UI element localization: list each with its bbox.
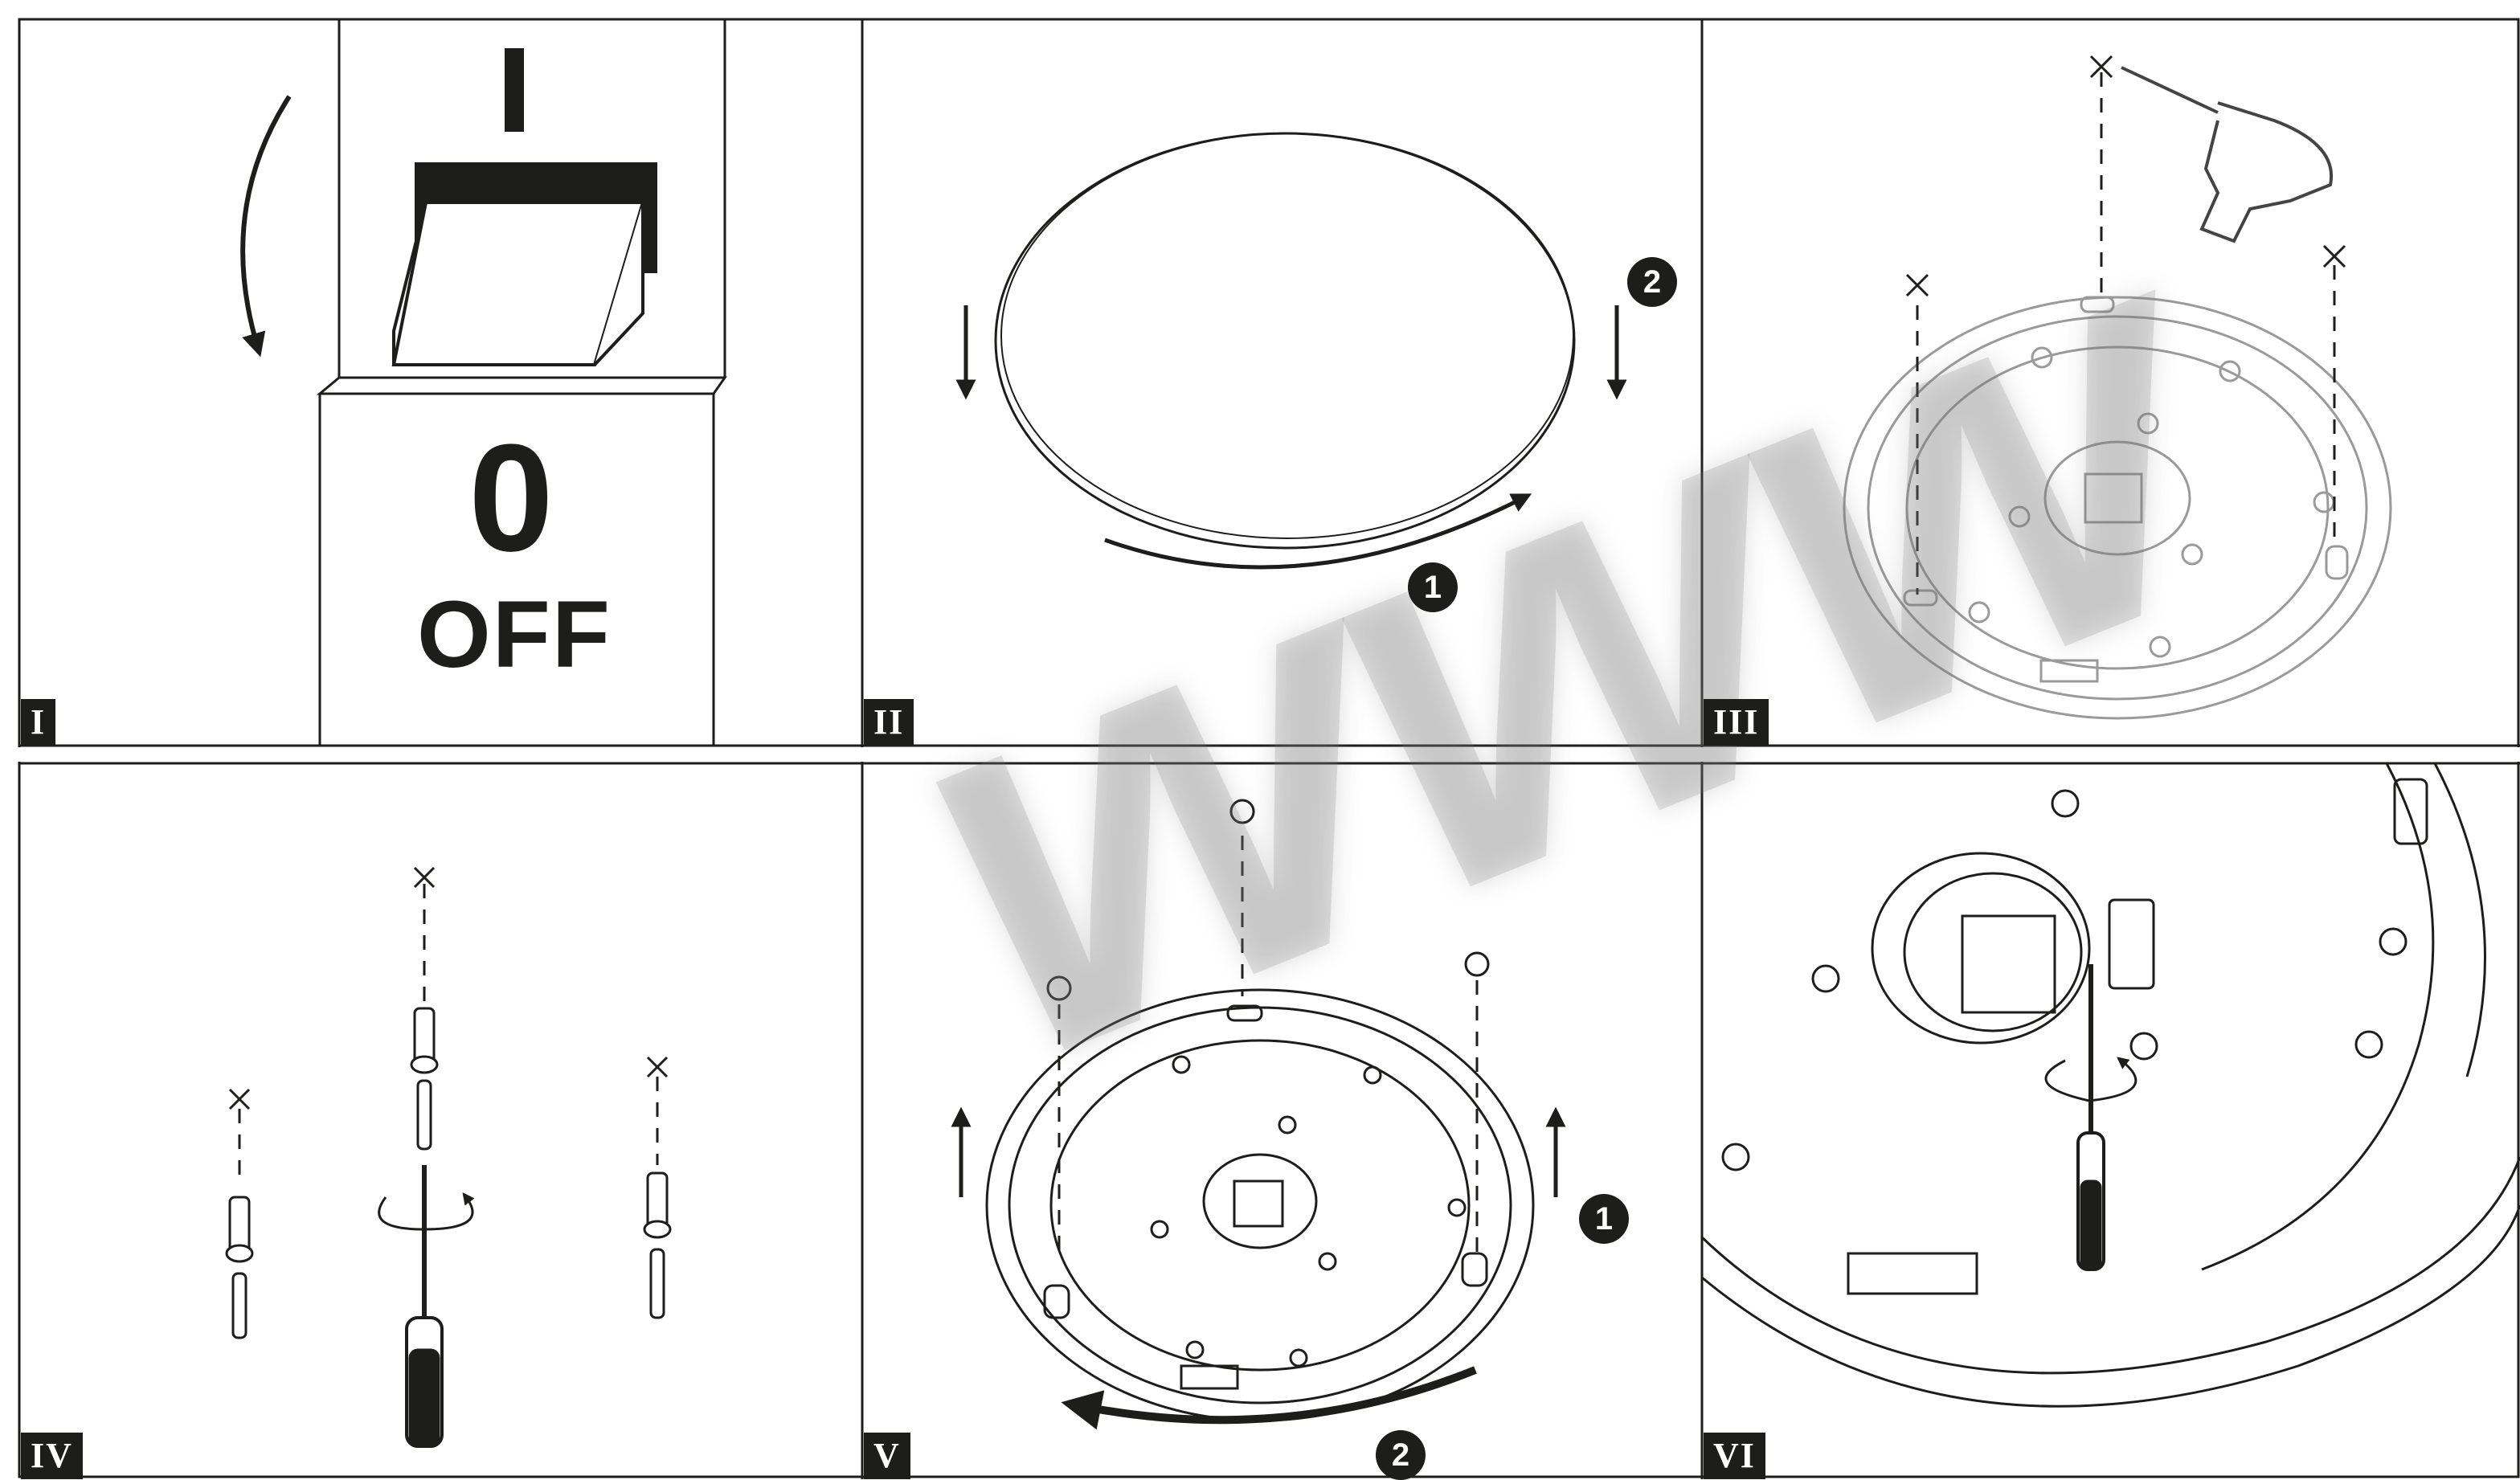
off-text: OFF: [417, 582, 612, 688]
rotate-arrow: [1061, 1366, 1477, 1430]
base-plate-outer: [985, 988, 1535, 1422]
drill-icon: [2121, 66, 2334, 243]
rotate-down-arrow: [240, 95, 292, 358]
step-label-3: III: [1704, 699, 1769, 746]
screw-head-right: [1464, 951, 1490, 977]
step-label-2: II: [864, 699, 914, 746]
step-label-5: V: [864, 1433, 910, 1479]
badge-step5-lift: 1: [1579, 1194, 1629, 1244]
step-label-6: VI: [1704, 1433, 1765, 1479]
diffuser-cover: [994, 132, 1576, 550]
junction-box: [2043, 440, 2191, 556]
screw-center: [416, 1079, 432, 1151]
screw-head-top: [1229, 799, 1255, 824]
step-label-4: IV: [21, 1433, 83, 1479]
screw-left: [231, 1272, 248, 1339]
badge-step5-rotate: 2: [1376, 1430, 1426, 1480]
panel-4-insert-plugs: [225, 866, 672, 1448]
panel-gutter: [0, 747, 2520, 762]
on-mark: [505, 48, 524, 132]
screw-head-left: [1046, 975, 1072, 1001]
badge-step2-rotate: 1: [1408, 562, 1458, 612]
drill-bit-mark: [1905, 55, 2346, 297]
panel-3-drill-holes: [1843, 55, 2392, 720]
panel-1-switch-off: [240, 19, 727, 746]
rotate-arrow: [1104, 493, 1532, 570]
panel-2-remove-cover: [955, 132, 1627, 570]
step-label-1: I: [21, 699, 56, 746]
panel-6-connect-wiring: [1700, 762, 2520, 1408]
junction-box: [1202, 1153, 1318, 1249]
badge-step2-lower: 2: [1627, 257, 1677, 307]
junction-box: [1871, 852, 2091, 1045]
mounting-plate-outer: [1843, 296, 2392, 720]
wall-switch: [316, 19, 727, 746]
off-symbol: 0: [468, 413, 554, 583]
panel-5-mount-base: [951, 799, 1566, 1430]
base-plate-rim: [1700, 1156, 2520, 1375]
screw-right: [649, 1248, 665, 1319]
